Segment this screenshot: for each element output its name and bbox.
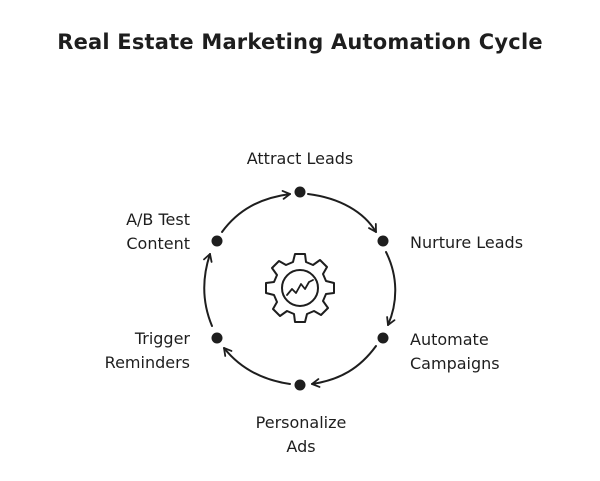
node-ab-test-content (211, 235, 223, 247)
step-label-personalize-ads: Personalize Ads (255, 413, 347, 456)
step-label-ab-test-content: A/B Test Content (126, 210, 190, 253)
node-nurture-leads (377, 235, 389, 247)
arrow-automate-to-personalize (311, 345, 377, 388)
arrow-personalize-to-trigger (223, 347, 291, 385)
node-automate-campaigns (377, 332, 389, 344)
diagram-title: Real Estate Marketing Automation Cycle (57, 30, 543, 54)
step-label-nurture-leads: Nurture Leads (410, 233, 524, 252)
step-label-automate-campaigns: Automate Campaigns (410, 330, 500, 373)
arrow-trigger-to-ab-test (203, 253, 213, 327)
node-trigger-reminders (211, 332, 223, 344)
step-label-trigger-reminders: Trigger Reminders (104, 329, 190, 372)
arrow-nurture-to-automate (385, 251, 397, 326)
arrow-attract-to-nurture (307, 193, 377, 233)
gear-with-chart-icon (265, 253, 335, 323)
step-label-attract-leads: Attract Leads (246, 149, 354, 168)
node-attract-leads (294, 186, 306, 198)
node-personalize-ads (294, 379, 306, 391)
arrow-ab-test-to-attract (221, 190, 291, 233)
